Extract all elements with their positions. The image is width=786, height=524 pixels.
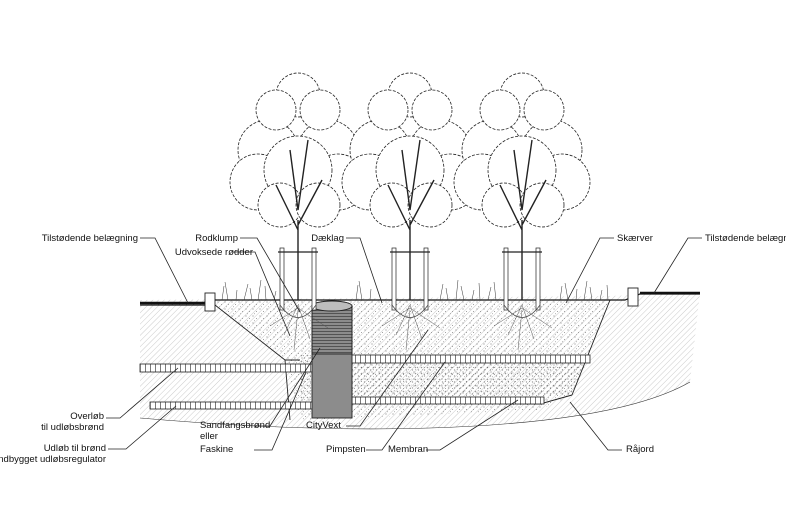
label-membran: Membran <box>388 444 429 455</box>
leader-overlob <box>106 367 179 419</box>
leader-skaerver <box>565 237 614 304</box>
grass-layer <box>221 279 609 301</box>
cityvext-drain-pipe <box>349 354 591 364</box>
leader-daeklag <box>346 237 383 304</box>
label-tilstodende-right: Tilstødende belægning <box>705 233 786 244</box>
leader-rodklump <box>240 237 301 313</box>
leader-tilstodende-right <box>653 237 702 294</box>
label-sandfang-line2: eller <box>200 431 218 442</box>
label-sandfang: Sandfangsbrønd eller <box>200 420 270 442</box>
trees <box>229 72 591 351</box>
leader-pimpsten <box>366 361 446 451</box>
leader-rajord <box>569 401 622 451</box>
tree-icon <box>453 72 591 351</box>
leader-cityvext <box>346 329 429 427</box>
label-rodklump: Rodklump <box>195 233 238 244</box>
leader-tilstodende-left <box>140 237 189 304</box>
label-sandfang-line1: Sandfangsbrønd <box>200 420 271 431</box>
overflow-pipe <box>139 363 316 373</box>
label-tilstodende-left: Tilstødende belægning <box>41 233 138 244</box>
leader-lines <box>106 237 702 451</box>
right-curb <box>627 287 639 307</box>
tree-icon <box>229 72 367 351</box>
label-rajord: Råjord <box>626 444 654 455</box>
label-overlob: Overløb til udløbsbrønd <box>41 411 104 433</box>
leader-faskine <box>254 371 307 451</box>
sand-trap-well-icon <box>311 300 353 419</box>
leader-udlob <box>108 405 177 450</box>
label-skaerver: Skærver <box>617 233 653 244</box>
leader-sandfang <box>254 347 321 427</box>
pipes <box>139 354 591 410</box>
label-udlob-line1: Udløb til brønd <box>43 443 106 454</box>
label-cityvext: CityVext <box>306 420 341 431</box>
label-faskine: Faskine <box>200 444 234 455</box>
left-curb <box>204 292 216 312</box>
pumice-drain-pipe <box>351 396 545 405</box>
label-daeklag: Dæklag <box>311 233 344 244</box>
native-soil-boundary <box>139 381 691 430</box>
label-udvoksede-rodder: Udvoksede rødder <box>174 247 253 258</box>
label-pimpsten: Pimpsten <box>326 444 366 455</box>
cityvext-layer <box>300 355 590 400</box>
label-udlob: Udløb til brønd med indbygget udløbsregu… <box>0 443 106 465</box>
label-overlob-line2: til udløbsbrønd <box>41 422 104 433</box>
label-overlob-line1: Overløb <box>70 411 104 422</box>
label-udlob-line2: med indbygget udløbsregulator <box>0 454 106 465</box>
leader-membran <box>426 399 519 451</box>
leader-udvoksede <box>233 251 291 337</box>
